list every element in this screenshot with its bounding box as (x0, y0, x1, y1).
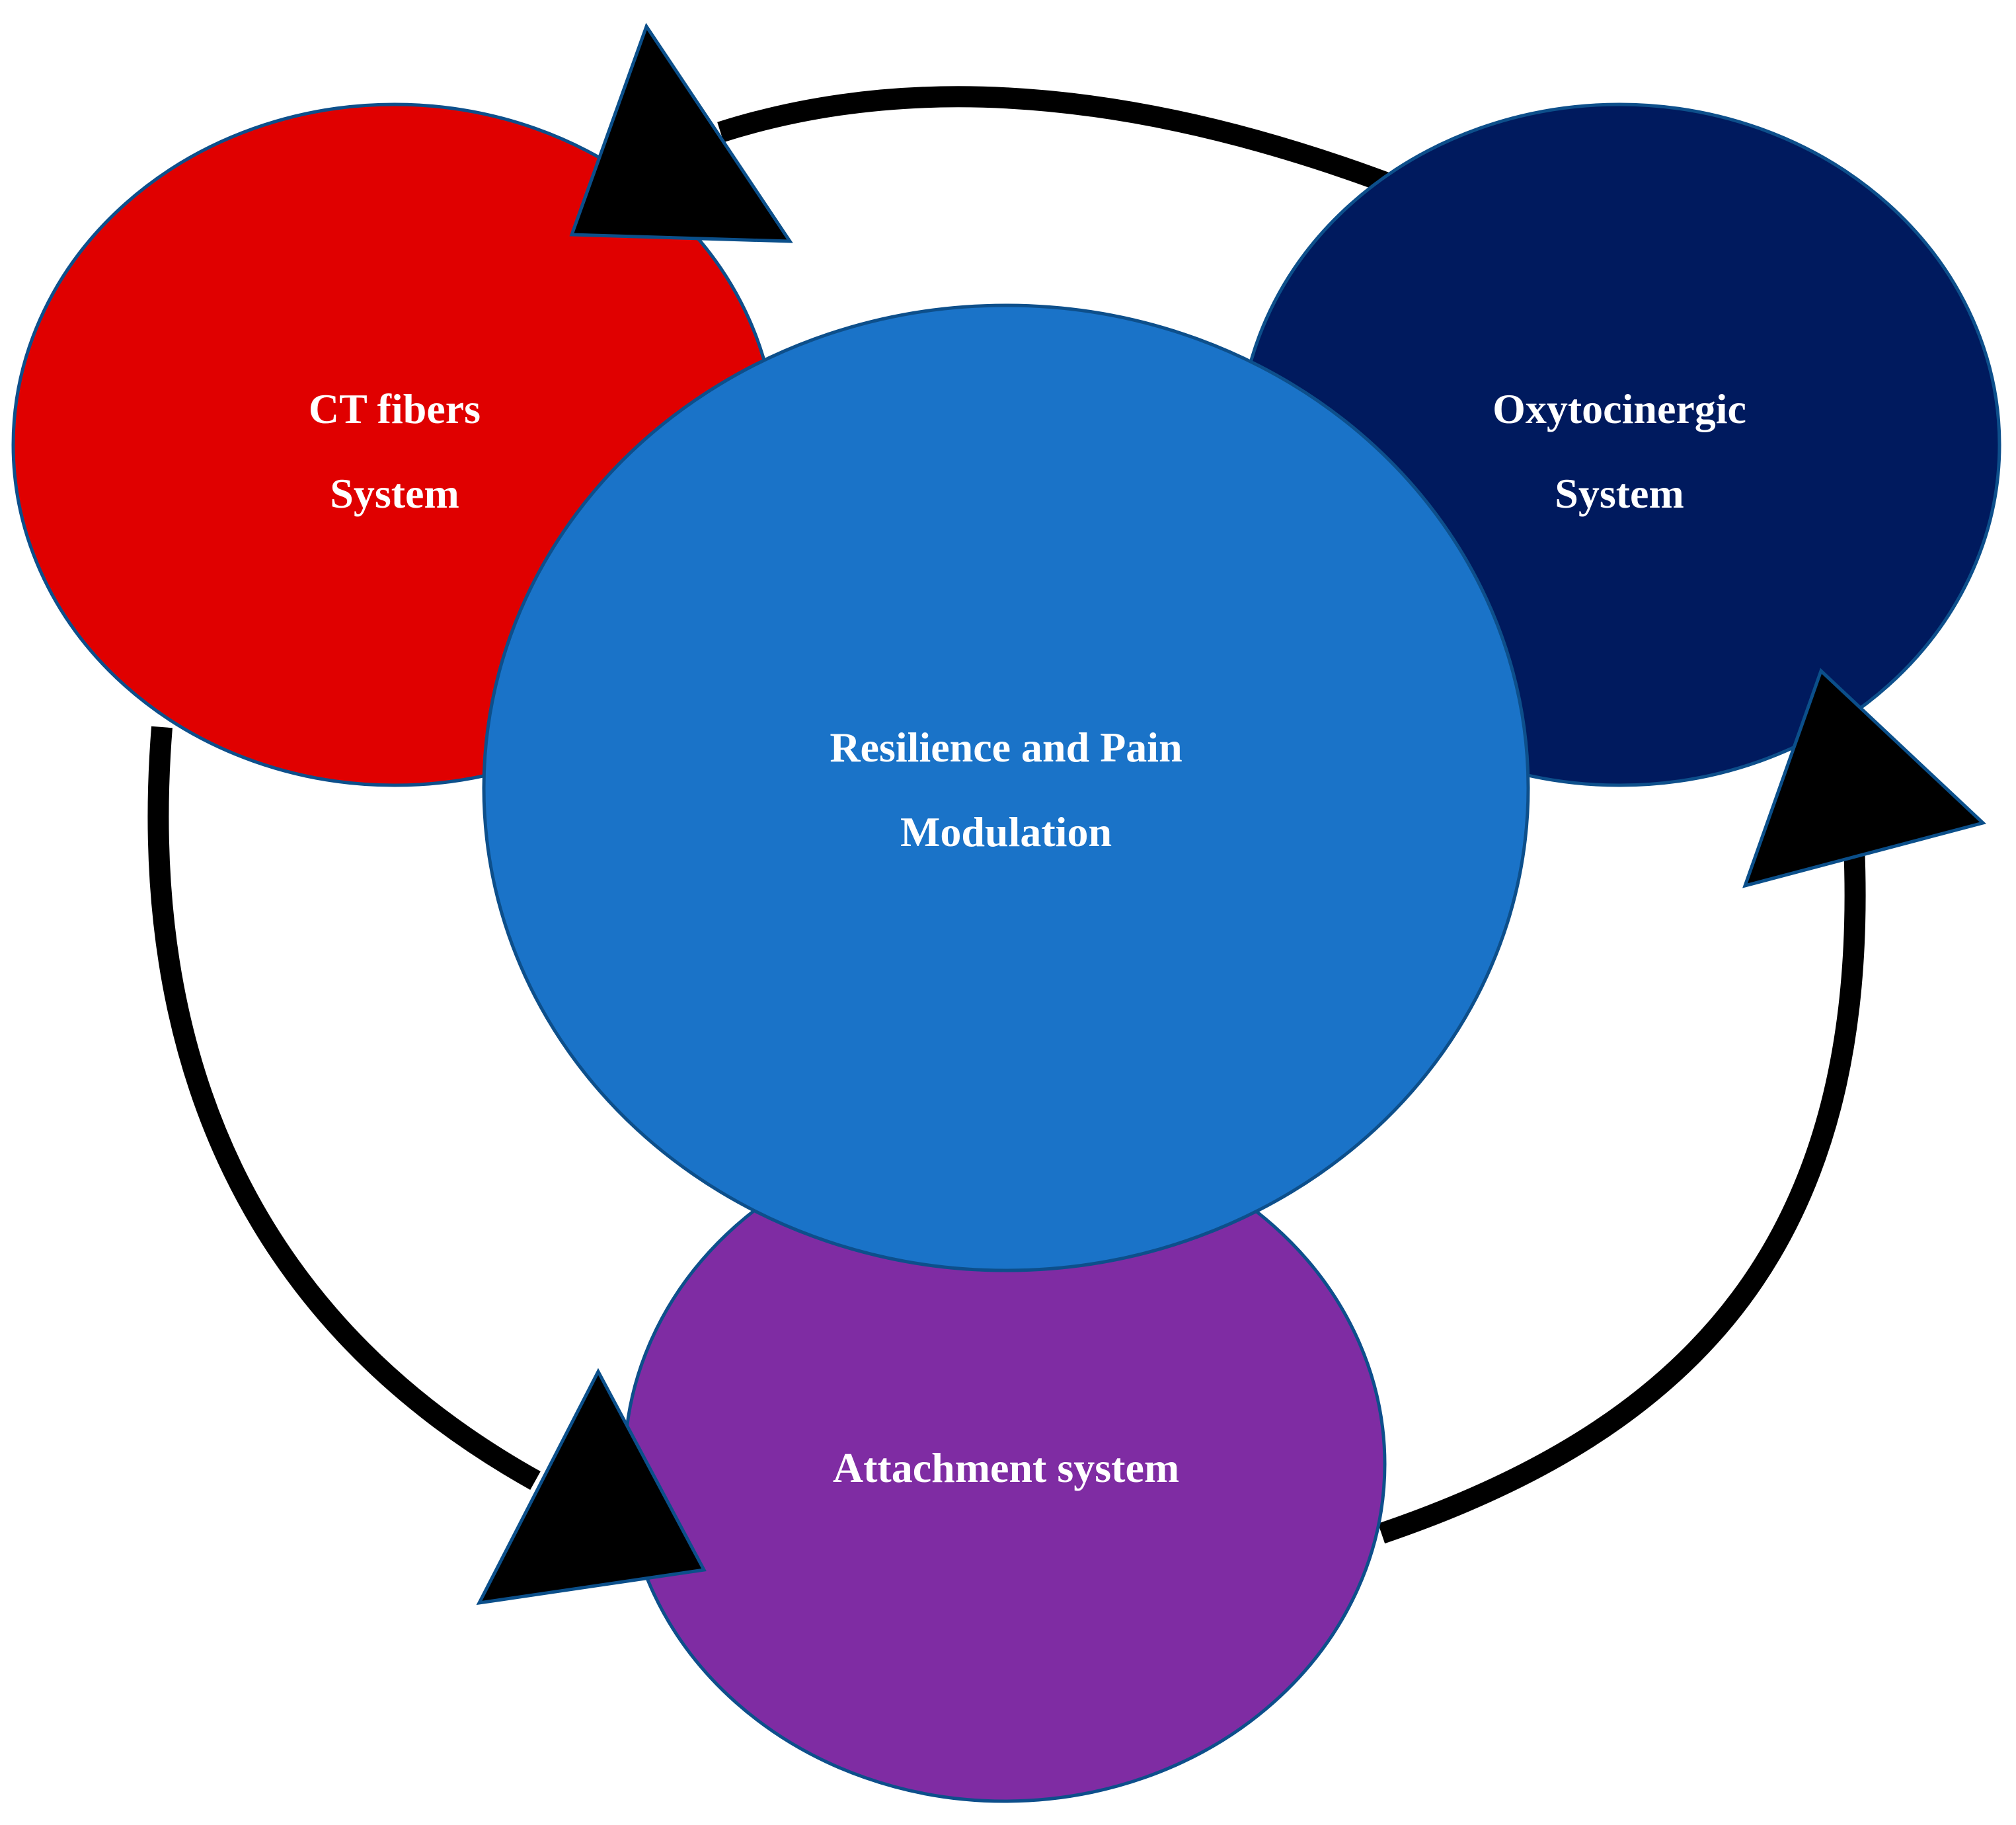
resilience-label-line2: Modulation (900, 808, 1112, 855)
arc-attachment-to-ct (147, 726, 541, 1490)
arc-ct-to-oxytocin (717, 86, 1405, 198)
arc-oxytocin-to-attachment (1377, 845, 1866, 1544)
oxytocinergic-label: Oxytocinergic (1493, 385, 1746, 432)
resilience-node (482, 303, 1530, 1272)
attachment-label: Attachment system (833, 1444, 1179, 1491)
arrowhead-bottom-left (476, 1368, 707, 1606)
ct-fibers-label-line2: System (330, 470, 459, 517)
oxytocinergic-label-line2: System (1555, 470, 1684, 517)
resilience-label: Resilience and Pain (830, 724, 1182, 771)
arrowhead-right (1742, 668, 1987, 888)
arrowhead-top (569, 22, 793, 243)
ct-fibers-label: CT fibers (309, 385, 481, 432)
